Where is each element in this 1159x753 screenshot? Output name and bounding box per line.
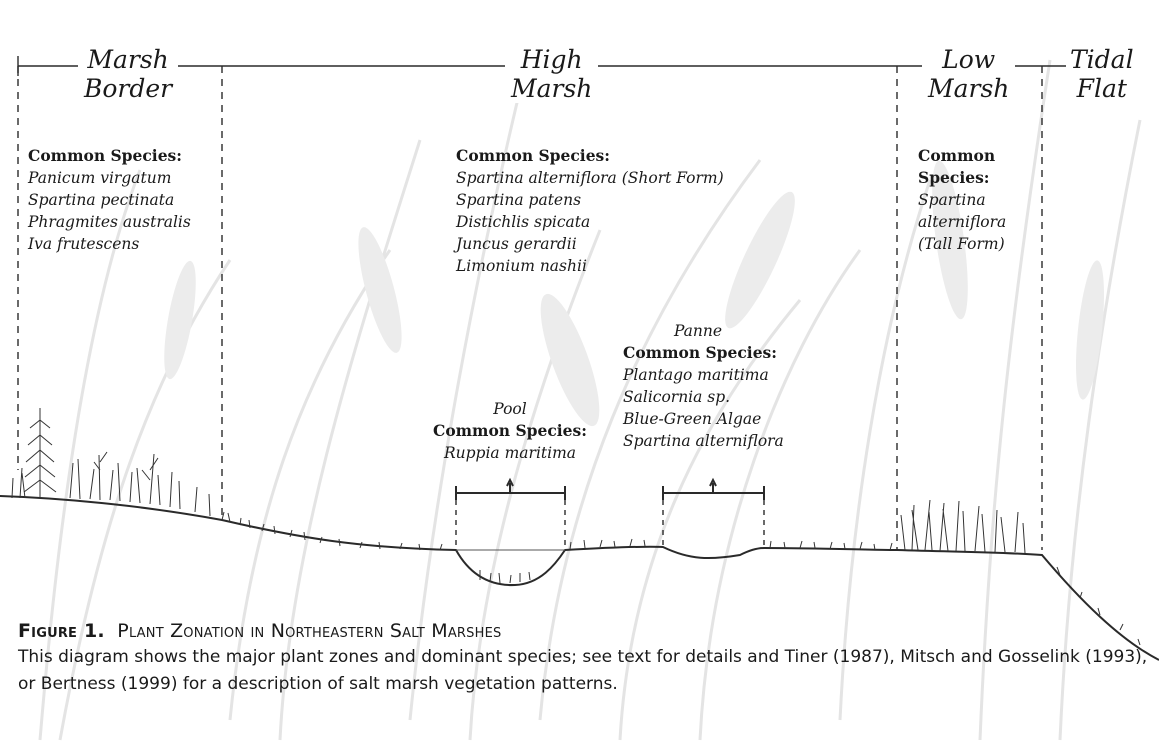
species-item: Spartina alterniflora (Short Form) — [456, 167, 724, 189]
zone-title-line: Marsh — [928, 74, 1009, 103]
species-header: Common Species: — [28, 145, 191, 167]
zone-title-line: Marsh — [84, 45, 172, 74]
species-item: Spartina alterniflora — [623, 430, 784, 452]
species-item: Phragmites australis — [28, 211, 191, 233]
feature-label: Panne — [623, 320, 773, 342]
zone-title-line: High — [511, 45, 592, 74]
figure-description: This diagram shows the major plant zones… — [18, 644, 1148, 698]
zone-title-line: Flat — [1070, 74, 1134, 103]
zone-title-marsh-border: Marsh Border — [78, 45, 178, 103]
species-item: alterniflora — [918, 211, 1006, 233]
species-item: Limonium nashii — [456, 255, 724, 277]
high-marsh-species: Common Species: Spartina alterniflora (S… — [456, 145, 724, 277]
zone-title-line: Border — [84, 74, 172, 103]
marsh-border-species: Common Species: Panicum virgatum Spartin… — [28, 145, 191, 255]
figure-caption: Figure 1. Plant Zonation in Northeastern… — [18, 620, 1148, 698]
species-header: Species: — [918, 167, 1006, 189]
zone-title-line: Marsh — [511, 74, 592, 103]
zone-title-tidal-flat: Tidal Flat — [1066, 45, 1136, 103]
species-item: Plantago maritima — [623, 364, 784, 386]
zone-title-high-marsh: High Marsh — [505, 45, 598, 103]
species-item: Distichlis spicata — [456, 211, 724, 233]
species-item: Salicornia sp. — [623, 386, 784, 408]
species-header: Common Species: — [456, 145, 724, 167]
species-item: Ruppia maritima — [416, 442, 604, 464]
zone-title-low-marsh: Low Marsh — [922, 45, 1015, 103]
species-item: Spartina patens — [456, 189, 724, 211]
species-item: Spartina pectinata — [28, 189, 191, 211]
low-marsh-species: Common Species: Spartina alterniflora (T… — [918, 145, 1006, 255]
species-item: Blue-Green Algae — [623, 408, 784, 430]
species-item: Panicum virgatum — [28, 167, 191, 189]
feature-label: Pool — [416, 398, 604, 420]
species-item: Iva frutescens — [28, 233, 191, 255]
figure-label: Figure 1. — [18, 620, 105, 642]
species-header: Common — [918, 145, 1006, 167]
species-item: Spartina — [918, 189, 1006, 211]
species-header: Common Species: — [416, 420, 604, 442]
pool-species: Pool Common Species: Ruppia maritima — [416, 398, 604, 464]
figure-title: Figure 1. Plant Zonation in Northeastern… — [18, 620, 1148, 642]
species-item: (Tall Form) — [918, 233, 1006, 255]
panne-species: Panne Common Species: Plantago maritima … — [623, 320, 784, 452]
species-item: Juncus gerardii — [456, 233, 724, 255]
zone-title-line: Low — [928, 45, 1009, 74]
zone-title-line: Tidal — [1070, 45, 1134, 74]
species-header: Common Species: — [623, 342, 784, 364]
figure-title-text: Plant Zonation in Northeastern Salt Mars… — [117, 620, 501, 642]
